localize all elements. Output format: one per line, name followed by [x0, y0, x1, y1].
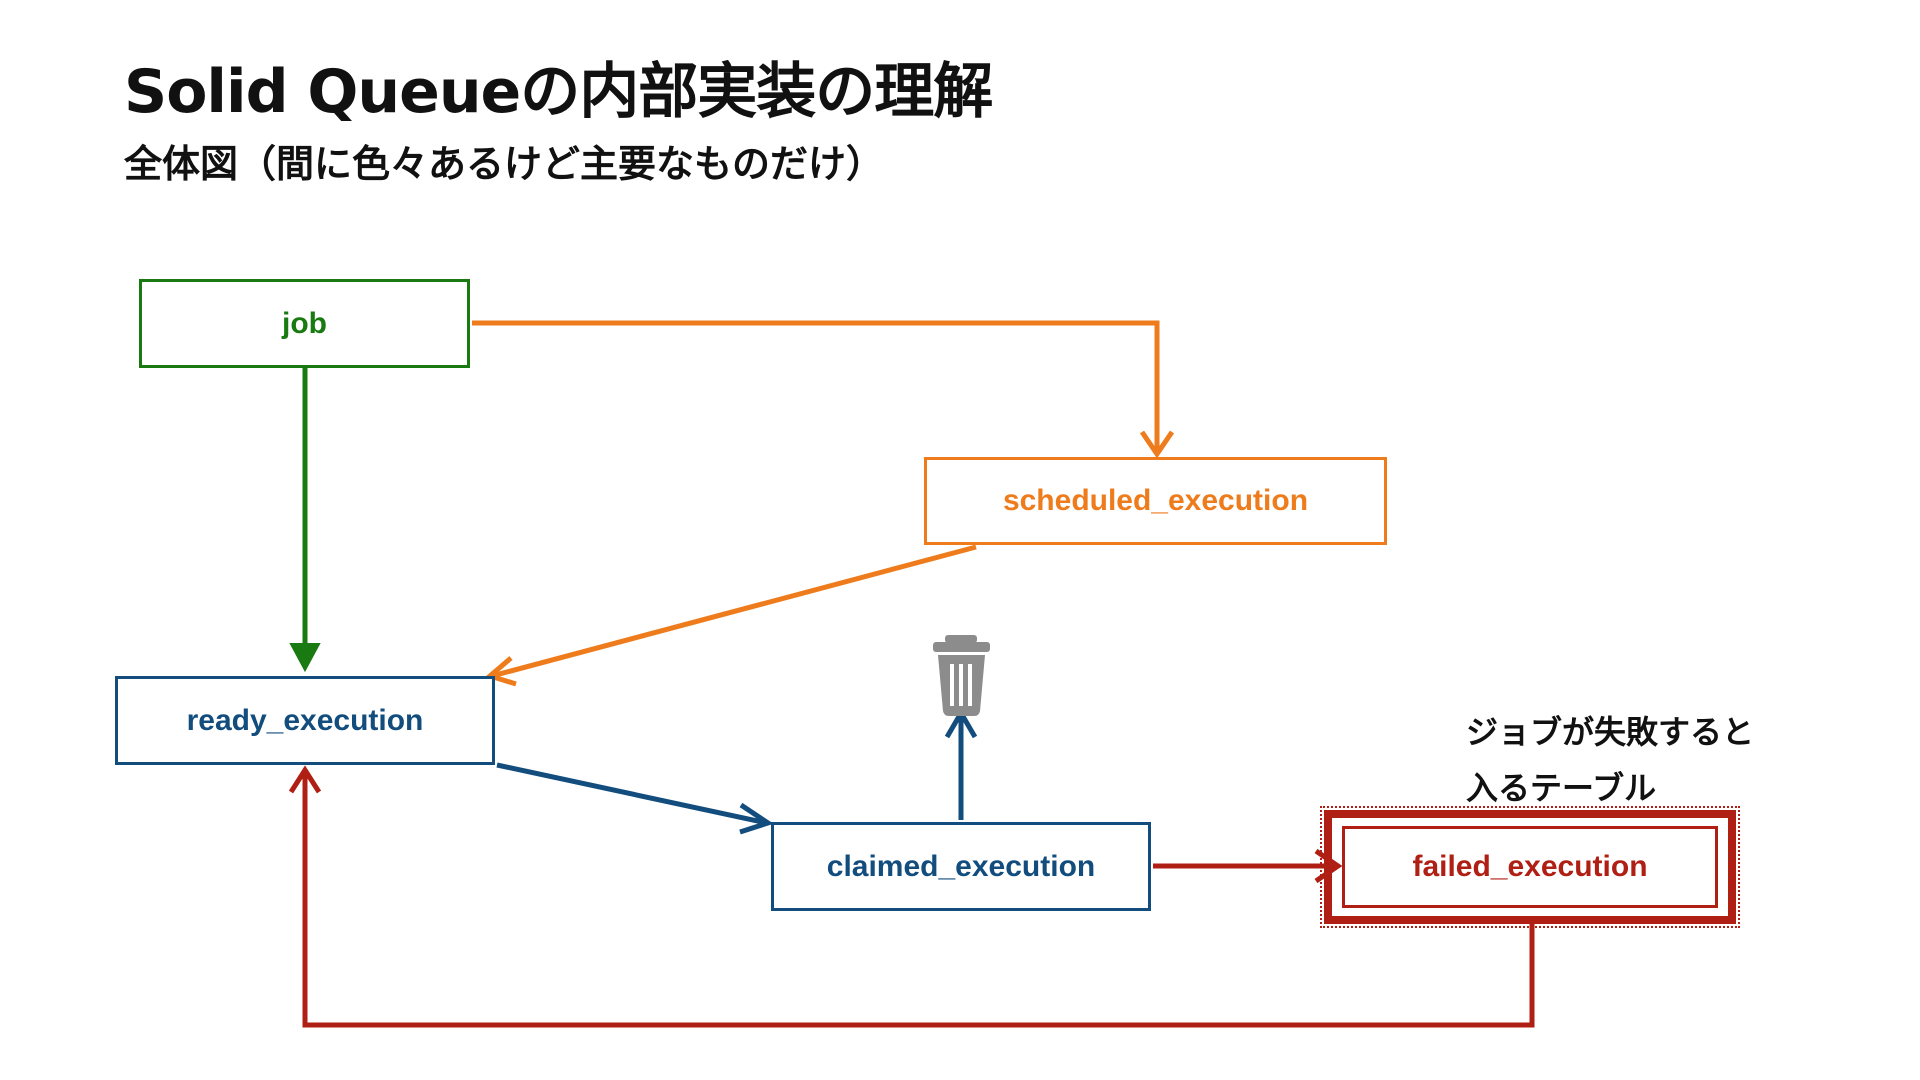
- arrow-ready-to-claimed: [496, 762, 774, 835]
- arrow-claimed-to-failed: [1153, 848, 1343, 884]
- failed-note-line-1: ジョブが失敗すると: [1466, 713, 1755, 751]
- node-failed-execution: failed_execution: [1342, 826, 1718, 908]
- failed-highlight-frame: [1320, 806, 1740, 928]
- failed-note-line-2: 入るテーブル: [1466, 769, 1657, 807]
- trash-icon: [933, 635, 990, 716]
- node-scheduled-execution: scheduled_execution: [924, 457, 1387, 545]
- arrow-failed-to-ready: [288, 765, 1535, 1028]
- page-subtitle: 全体図（間に色々あるけど主要なものだけ）: [124, 142, 885, 186]
- arrow-job-to-ready: [289, 368, 321, 673]
- arrow-scheduled-to-ready: [484, 544, 977, 687]
- node-job: job: [139, 279, 470, 368]
- node-claimed-execution: claimed_execution: [771, 822, 1151, 911]
- arrow-job-to-scheduled: [472, 320, 1175, 459]
- node-ready-execution: ready_execution: [115, 676, 495, 765]
- arrow-claimed-to-trash: [944, 708, 978, 820]
- page-title: Solid Queueの内部実装の理解: [124, 57, 993, 127]
- failed-note: ジョブが失敗すると 入るテーブル: [1466, 704, 1754, 816]
